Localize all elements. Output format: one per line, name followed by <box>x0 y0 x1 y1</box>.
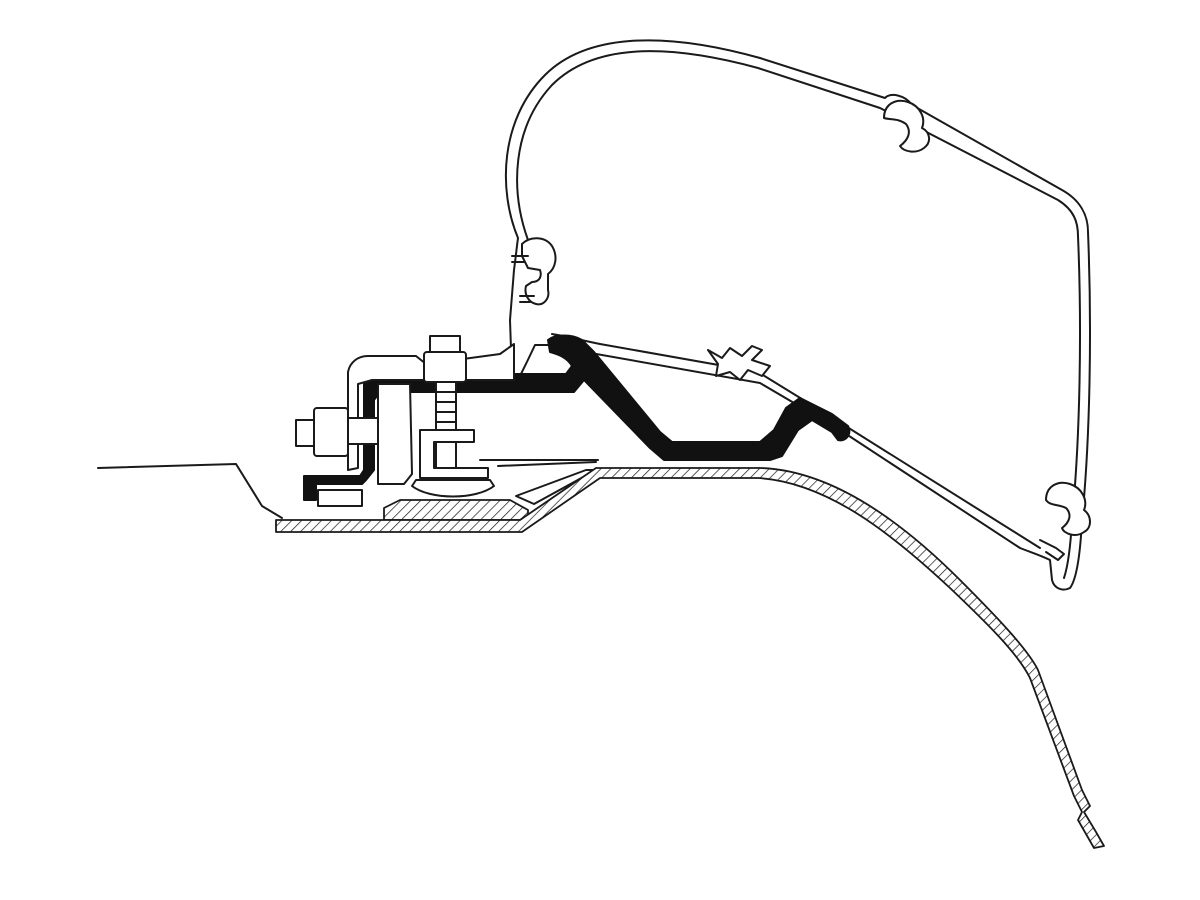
bottom-hook-profile <box>1045 481 1091 536</box>
awning-cassette <box>504 39 1091 591</box>
top-hook-profile <box>883 99 930 153</box>
roof-rail <box>317 459 599 521</box>
side-bolt <box>295 407 379 457</box>
clamp-hook <box>419 429 489 479</box>
left-rail-slot <box>511 255 535 303</box>
right-angle-bracket <box>377 383 413 485</box>
clamp-foot <box>411 479 495 498</box>
bolt-thread <box>435 391 457 433</box>
side-washer <box>347 417 379 445</box>
nut <box>423 351 467 383</box>
rail-guide-line <box>497 461 597 467</box>
roof-top-line <box>97 463 283 519</box>
left-rail-clip <box>521 237 557 306</box>
clamp-bolt <box>411 335 495 498</box>
side-nut <box>313 407 349 457</box>
roof-rail-block <box>383 499 529 521</box>
support-bracket-outline <box>347 343 515 471</box>
support-bracket <box>347 343 515 485</box>
center-clip <box>707 345 771 381</box>
cassette-outer-shell <box>504 39 1091 591</box>
side-bolt-end <box>295 419 315 447</box>
vehicle-roof-panel <box>97 463 1105 849</box>
bolt-head <box>429 335 461 353</box>
rail-foot-left <box>317 489 363 507</box>
roof-sheet <box>275 467 1105 849</box>
bottom-lip <box>1039 539 1065 561</box>
